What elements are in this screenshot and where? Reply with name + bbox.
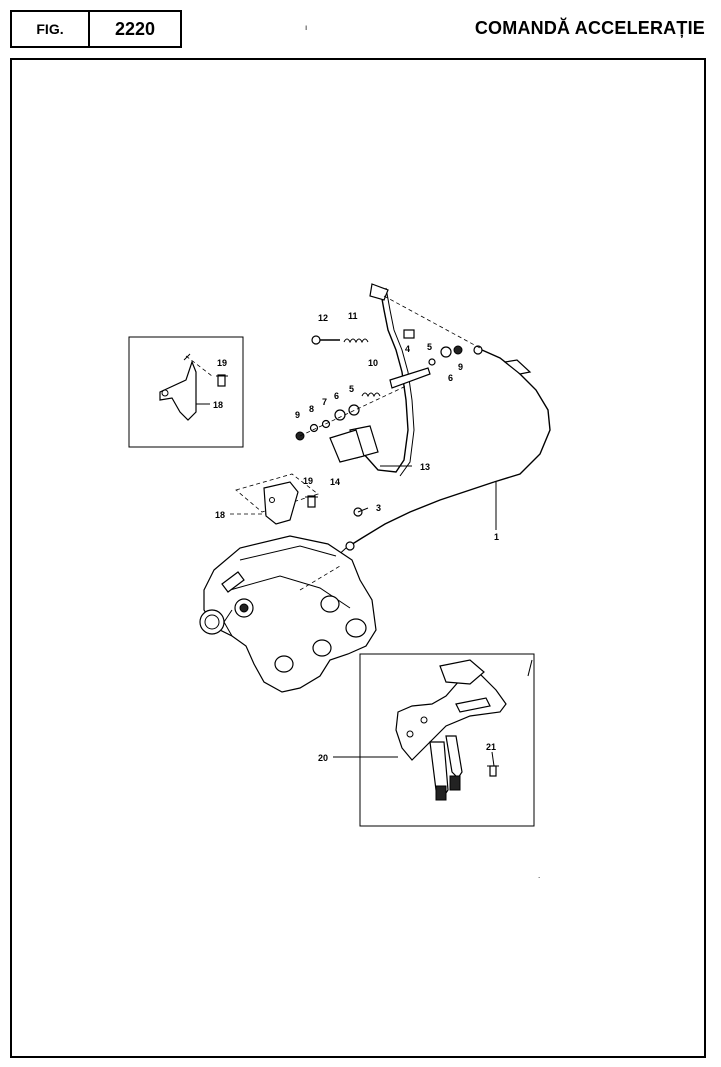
callout-3: 3	[376, 503, 381, 513]
callout-4: 4	[405, 344, 410, 354]
callout-20: 20	[318, 753, 328, 763]
callout-9a: 9	[295, 410, 300, 420]
stray-mark: ı	[305, 23, 307, 32]
callout-13: 13	[420, 462, 430, 472]
leader-lines	[196, 403, 497, 767]
callout-8: 8	[309, 404, 314, 414]
callout-19b: 19	[217, 358, 227, 368]
diagram-frame	[10, 58, 706, 1058]
callout-18a: 18	[215, 510, 225, 520]
callout-14: 14	[330, 477, 340, 487]
pedal-box-inset	[359, 653, 535, 827]
cable-bracket	[235, 473, 319, 525]
callout-6b: 6	[334, 391, 339, 401]
callout-5b: 5	[349, 384, 354, 394]
callout-12: 12	[318, 313, 328, 323]
accelerator-pedal-arm	[329, 283, 431, 477]
stray-mark: .	[538, 871, 540, 880]
fig-number: 2220	[88, 10, 182, 48]
callout-6a: 6	[448, 373, 453, 383]
page-title: COMANDĂ ACCELERAȚIE	[474, 18, 705, 38]
callout-18b: 18	[213, 400, 223, 410]
callout-10: 10	[368, 358, 378, 368]
callout-5a: 5	[427, 342, 432, 352]
callout-9b: 9	[458, 362, 463, 372]
callouts: 1 3 4 5 5 6 6 7 8 9 9 10 11 12 13 14 18 …	[213, 311, 499, 763]
callout-7: 7	[322, 397, 327, 407]
callout-1: 1	[494, 532, 499, 542]
intake-manifold-throttle-body	[199, 535, 377, 693]
callout-19a: 19	[303, 476, 313, 486]
small-parts	[295, 295, 483, 517]
bracket-detail-inset	[128, 336, 244, 448]
callout-11: 11	[348, 311, 358, 321]
callout-21: 21	[486, 742, 496, 752]
